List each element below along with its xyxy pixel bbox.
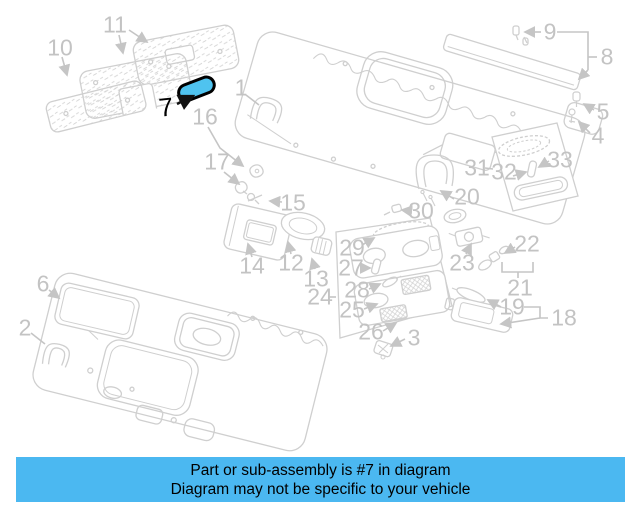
lamp-knob <box>310 236 333 256</box>
glass-panel <box>54 282 140 340</box>
screw-4-icon <box>568 108 576 124</box>
clip-3-icon <box>373 339 394 360</box>
dome-bulb-icon <box>526 160 538 178</box>
overhead-console-box <box>335 217 453 360</box>
dome-lamp-box <box>491 122 579 212</box>
banner-line-2: Diagram may not be specific to your vehi… <box>170 480 471 498</box>
visor-clip-17-icon <box>234 181 248 194</box>
sun-visor <box>223 203 293 261</box>
screw-icons <box>568 91 581 124</box>
reading-lamp-bezel <box>280 211 326 241</box>
bulb-socket-22-icon <box>478 245 510 271</box>
console-bulb-28-icon <box>382 275 402 288</box>
rear-lamp-parts <box>444 226 514 333</box>
dome-lamp-18 <box>444 297 514 333</box>
clip-30-icon <box>383 203 403 216</box>
visor-clip-16-icon <box>249 164 264 178</box>
highlight-arrow <box>176 94 196 110</box>
dome-lens <box>513 176 569 201</box>
info-banner: Part or sub-assembly is #7 in diagram Di… <box>16 457 625 502</box>
pad-lower <box>45 80 147 133</box>
handle-pins-icon <box>420 189 436 207</box>
highlighted-part-7 <box>176 75 216 110</box>
strip-clip-icon <box>512 25 529 46</box>
rear-headliner-panel <box>32 272 328 452</box>
front-headliner-panel <box>234 31 604 225</box>
sun-visor-group <box>223 164 333 261</box>
bracket-23-icon <box>448 226 490 247</box>
insulation-pads <box>45 24 240 133</box>
grab-handle <box>383 154 467 224</box>
roof-strip <box>442 25 582 91</box>
screw-5-icon <box>572 91 581 107</box>
console-capsule-27-icon <box>370 258 382 275</box>
leader-lines <box>30 26 597 347</box>
banner-line-1: Part or sub-assembly is #7 in diagram <box>190 461 451 479</box>
